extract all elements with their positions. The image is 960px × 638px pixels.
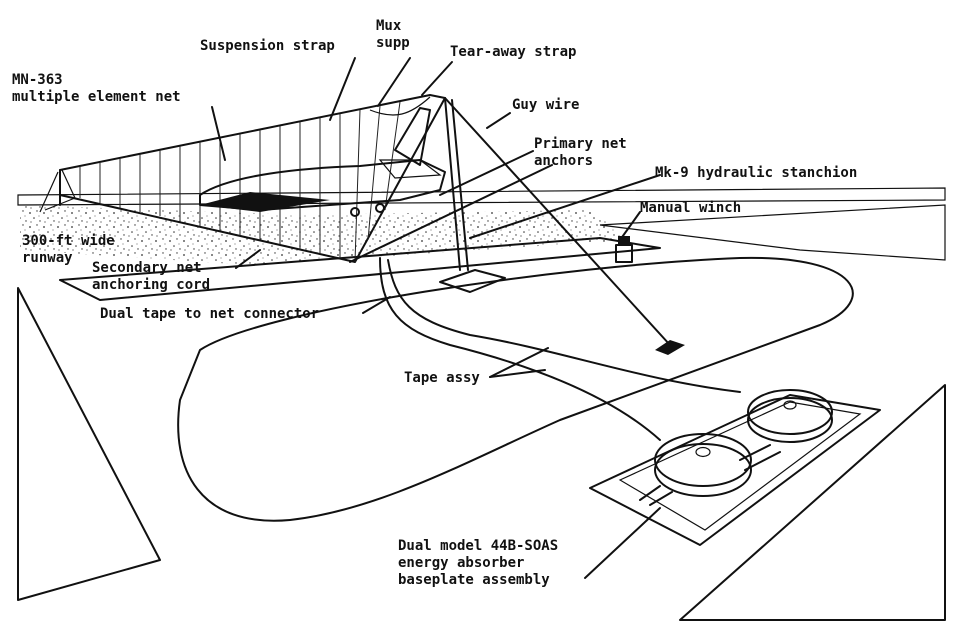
secondary-cord-label: Secondary net anchoring cord	[92, 260, 210, 294]
guy-wire-label: Guy wire	[512, 97, 580, 113]
energy-absorber-label: Dual model 44B-SOAS energy absorber base…	[398, 538, 558, 589]
absorber-drum-upper	[747, 389, 833, 443]
runway-label: 300-ft wide runway	[22, 233, 115, 267]
absorber-drum-lower	[654, 433, 752, 497]
tape-assy-label: Tape assy	[404, 370, 480, 386]
center-island	[177, 256, 854, 522]
net-label: MN-363 multiple element net	[12, 72, 181, 106]
runway-edge	[59, 237, 661, 301]
secondary-label-line2: anchoring cord	[92, 277, 211, 293]
baseplate-assembly	[589, 389, 881, 546]
dual-tape-label: Dual tape to net connector	[100, 306, 320, 322]
net-label-line2: multiple element net	[12, 89, 181, 105]
primary-label-line2: anchors	[534, 153, 594, 169]
absorber-label-line2: energy absorber	[398, 555, 525, 571]
right-ground	[679, 384, 946, 621]
mux-label-line2: supp	[376, 35, 410, 51]
runway-label-line1: 300-ft wide	[22, 233, 115, 249]
stanchion-structure	[369, 96, 685, 355]
manual-winch-label: Manual winch	[640, 200, 742, 216]
net-label-line1: MN-363	[12, 72, 63, 88]
primary-anchors-label: Primary net anchors	[534, 136, 627, 170]
tear-away-strap-label: Tear-away strap	[450, 44, 577, 60]
tape-lines	[379, 257, 741, 441]
runway-label-line2: runway	[22, 250, 73, 266]
space-shuttle	[199, 107, 446, 217]
left-ground	[17, 287, 161, 601]
leader-lines	[211, 57, 661, 579]
suspension-strap-label: Suspension strap	[200, 38, 335, 54]
mux-supp-label: Mux supp	[376, 18, 410, 52]
arresting-net	[39, 94, 446, 263]
primary-label-line1: Primary net	[534, 136, 627, 152]
absorber-label-line3: baseplate assembly	[398, 572, 550, 588]
mux-label-line1: Mux	[376, 18, 402, 34]
stanchion-label: Mk-9 hydraulic stanchion	[655, 165, 858, 181]
secondary-label-line1: Secondary net	[92, 260, 202, 276]
absorber-label-line1: Dual model 44B-SOAS	[398, 538, 559, 554]
